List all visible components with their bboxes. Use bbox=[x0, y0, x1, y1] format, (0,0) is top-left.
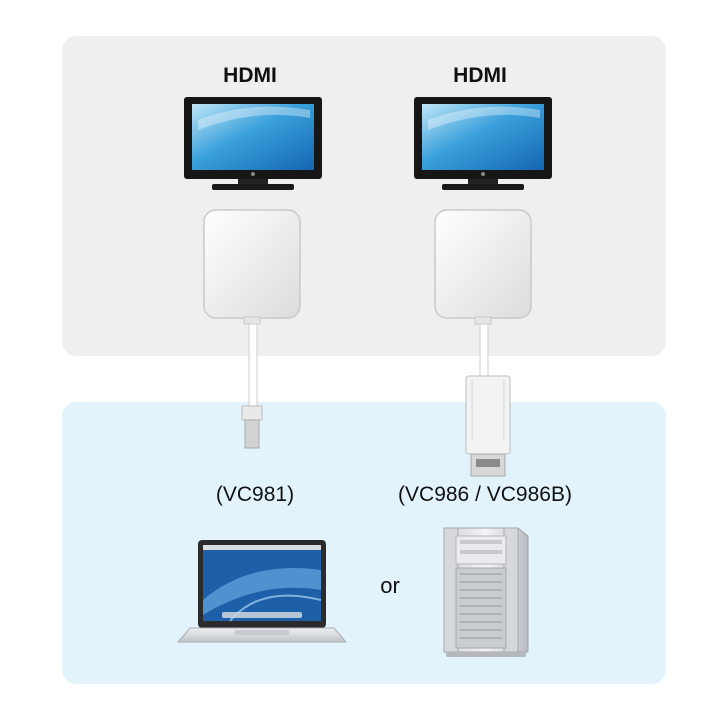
right-display-label: HDMI bbox=[453, 64, 507, 87]
left-display-label: HDMI bbox=[223, 64, 277, 87]
source-panel bbox=[62, 402, 666, 684]
left-adapter-icon bbox=[203, 209, 301, 407]
right-adapter-icon bbox=[434, 209, 532, 377]
displayport-plug-icon bbox=[465, 375, 511, 477]
right-monitor-icon bbox=[414, 97, 552, 190]
desktop-tower-icon bbox=[443, 527, 529, 657]
right-model-label: (VC986 / VC986B) bbox=[398, 483, 572, 506]
left-monitor-icon bbox=[184, 97, 322, 190]
or-label: or bbox=[380, 573, 400, 598]
left-model-label: (VC981) bbox=[215, 483, 295, 506]
mini-displayport-plug-icon bbox=[241, 405, 263, 449]
laptop-icon bbox=[176, 540, 348, 643]
display-panel bbox=[62, 36, 666, 356]
